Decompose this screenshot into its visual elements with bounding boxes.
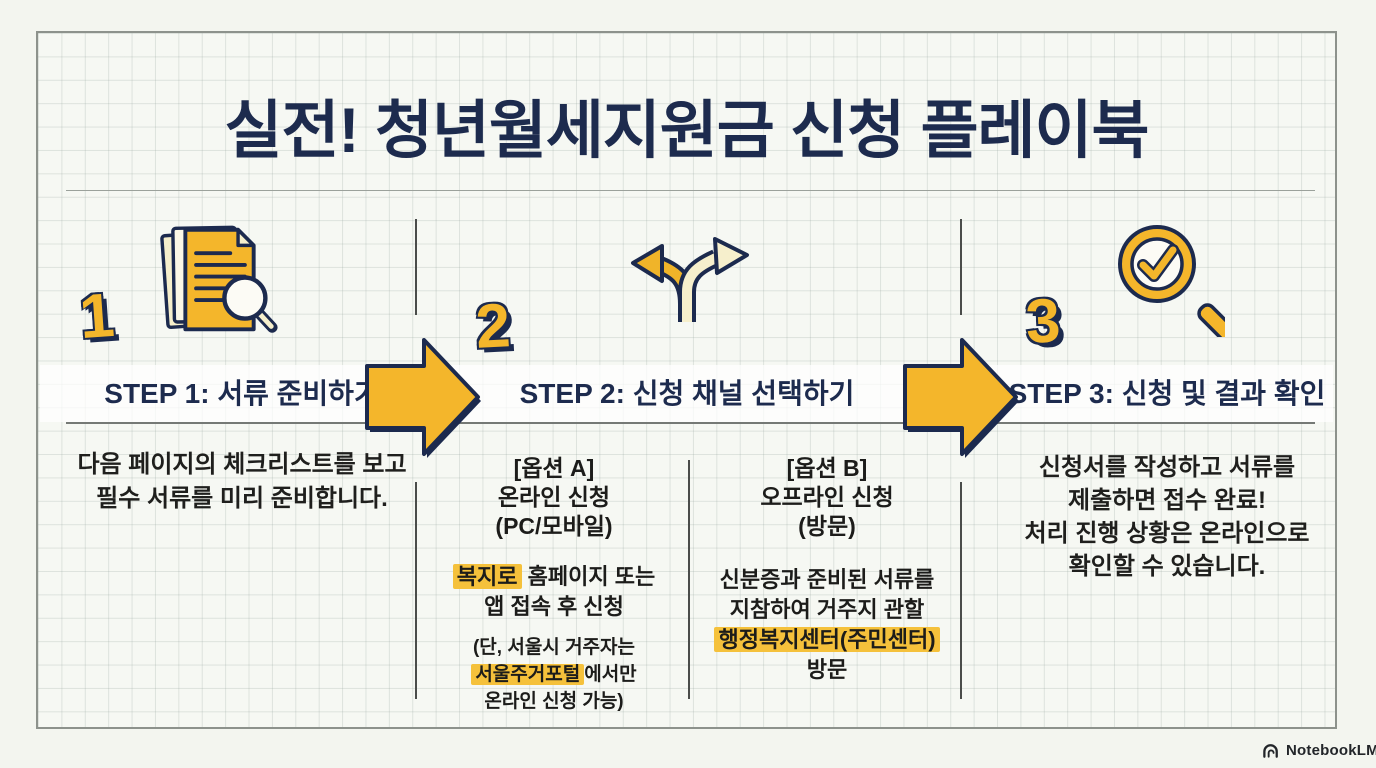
highlighted-text: 행정복지센터(주민센터)	[714, 627, 940, 652]
documents-magnifier-icon	[159, 220, 281, 347]
column-divider	[960, 219, 962, 315]
text-line: 행정복지센터(주민센터)	[692, 625, 962, 655]
text-line: 제출하면 접수 완료!	[1068, 487, 1266, 514]
text-line: 온라인 신청 가능)	[484, 691, 624, 712]
playbook-card: 실전! 청년월세지원금 신청 플레이북 1 2 3	[36, 31, 1337, 729]
column-divider	[415, 482, 417, 699]
text-line: 필수 서류를 미리 준비합니다.	[96, 485, 388, 512]
text-span: 에서만	[584, 664, 637, 685]
text-line: 처리 진행 상황은 온라인으로	[1024, 520, 1310, 547]
notebooklm-logo-icon	[1263, 743, 1278, 758]
page-title: 실전! 청년월세지원금 신청 플레이북	[224, 96, 1150, 166]
option-b-body: 신분증과 준비된 서류를 지참하여 거주지 관할 행정복지센터(주민센터) 방문	[692, 565, 962, 685]
text-span: 홈페이지 또는	[521, 564, 656, 589]
highlighted-text: 복지로	[452, 564, 522, 589]
branching-arrows-icon	[630, 232, 750, 329]
step-label-underline	[66, 422, 1315, 424]
text-line: 지참하여 거주지 관할	[729, 597, 925, 622]
column-divider	[960, 482, 962, 699]
magnifier-check-icon	[1110, 222, 1238, 344]
step-1-description: 다음 페이지의 체크리스트를 보고 필수 서류를 미리 준비합니다.	[52, 448, 432, 516]
text-line: 다음 페이지의 체크리스트를 보고	[77, 451, 407, 478]
text-line: 신분증과 준비된 서류를	[719, 567, 935, 592]
step-3-label: STEP 3: 신청 및 결과 확인	[1008, 378, 1326, 409]
text-line: (단, 서울시 거주자는	[472, 637, 635, 658]
option-b-subtitle: (방문)	[798, 513, 856, 539]
option-a-body: 복지로 홈페이지 또는 앱 접속 후 신청	[419, 562, 689, 622]
text-line: 방문	[806, 657, 848, 682]
option-divider	[688, 460, 690, 699]
step-number-1: 1	[77, 280, 117, 353]
flow-arrow-icon	[363, 336, 485, 462]
step-label-band	[40, 365, 1333, 422]
option-a-title: 온라인 신청	[497, 484, 611, 510]
option-a-subtitle: (PC/모바일)	[495, 513, 613, 539]
notebooklm-watermark: NotebookLM	[1262, 739, 1376, 761]
step-2-label: STEP 2: 신청 채널 선택하기	[519, 378, 855, 409]
option-a-block: [옵션 A] 온라인 신청 (PC/모바일) 복지로 홈페이지 또는 앱 접속 …	[419, 454, 689, 715]
column-divider	[415, 219, 417, 315]
text-line: 앱 접속 후 신청	[484, 594, 624, 619]
option-b-title: 오프라인 신청	[760, 484, 894, 510]
option-a-tag: [옵션 A]	[513, 455, 595, 481]
title-divider	[66, 190, 1315, 191]
text-line: 신청서를 작성하고 서류를	[1038, 454, 1296, 481]
brand-label: NotebookLM	[1286, 741, 1376, 759]
option-b-tag: [옵션 B]	[786, 455, 868, 481]
highlighted-text: 서울주거포털	[471, 664, 585, 685]
text-line: 확인할 수 있습니다.	[1068, 553, 1266, 580]
step-3-description: 신청서를 작성하고 서류를 제출하면 접수 완료! 처리 진행 상황은 온라인으…	[1002, 451, 1332, 583]
option-b-block: [옵션 B] 오프라인 신청 (방문) 신분증과 준비된 서류를 지참하여 거주…	[692, 454, 962, 685]
flow-arrow-icon	[901, 336, 1023, 462]
text-line: 복지로 홈페이지 또는	[419, 562, 689, 592]
step-1-label: STEP 1: 서류 준비하기	[104, 378, 380, 409]
